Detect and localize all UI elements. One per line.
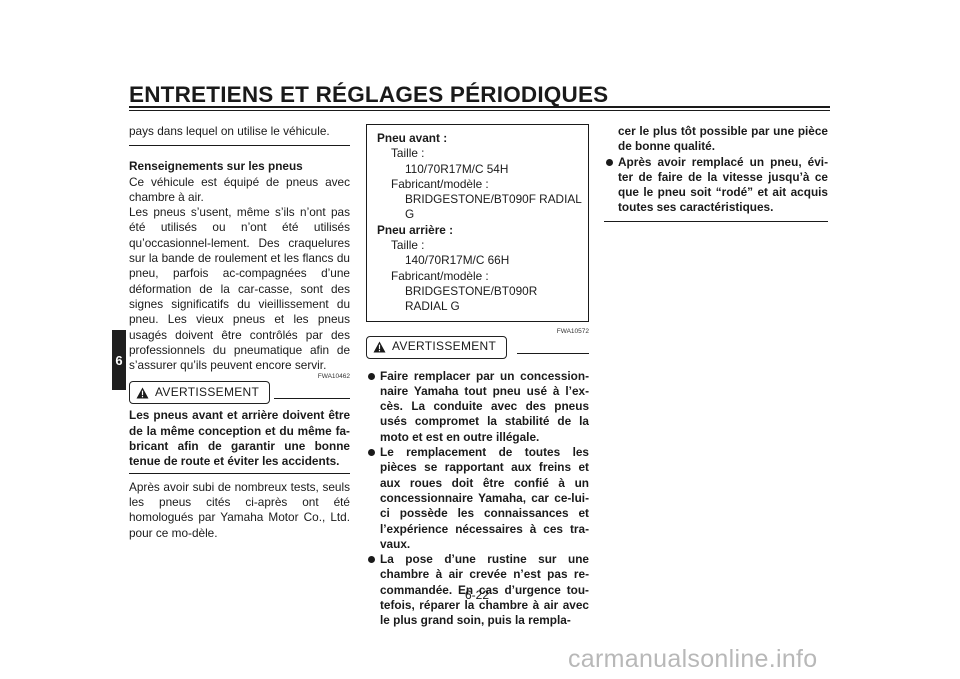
list-item: Faire remplacer par un concession-naire … bbox=[366, 369, 589, 445]
warning-label: AVERTISSEMENT bbox=[366, 335, 508, 359]
rear-size-label: Taille : bbox=[391, 238, 425, 253]
divider bbox=[129, 145, 350, 147]
watermark[interactable]: carmanualsonline.info bbox=[568, 645, 818, 673]
continuation-text: cer le plus tôt possible par une pièce d… bbox=[618, 124, 828, 154]
warning-line bbox=[274, 398, 350, 400]
warning-label: AVERTISSEMENT bbox=[129, 381, 271, 405]
rear-maker-label: Fabricant/modèle : bbox=[391, 268, 489, 283]
list-item: Après avoir remplacé un pneu, évi-ter de… bbox=[604, 155, 828, 216]
divider bbox=[604, 220, 828, 222]
paragraph: Les pneus s’usent, même s’ils n’ont pas … bbox=[129, 205, 350, 373]
page-number: 6-22 bbox=[465, 588, 490, 602]
front-size-label: Taille : bbox=[391, 146, 425, 161]
warning-triangle-icon bbox=[136, 387, 149, 399]
divider bbox=[129, 472, 350, 474]
list-item: La pose d’une rustine sur une chambre à … bbox=[366, 552, 589, 628]
column-right: cer le plus tôt possible par une pièce d… bbox=[604, 124, 828, 222]
page-title: ENTRETIENS ET RÉGLAGES PÉRIODIQUES bbox=[129, 82, 609, 107]
chapter-tab[interactable]: 6 bbox=[112, 330, 126, 390]
paragraph: Après avoir subi de nombreux tests, seul… bbox=[129, 479, 350, 540]
front-maker-label: Fabricant/modèle : bbox=[391, 176, 489, 191]
front-maker-value: BRIDGESTONE/BT090F RADIAL G bbox=[405, 192, 582, 222]
warning-header: AVERTISSEMENT bbox=[366, 335, 589, 359]
header-rule bbox=[129, 106, 830, 108]
front-size-value: 110/70R17M/C 54H bbox=[405, 161, 509, 176]
warning-bullets: Après avoir remplacé un pneu, évi-ter de… bbox=[604, 155, 828, 216]
front-tire-title: Pneu avant : bbox=[377, 131, 448, 145]
tire-spec-box: Pneu avant : Taille : 110/70R17M/C 54H F… bbox=[366, 124, 589, 322]
warning-triangle-icon bbox=[373, 341, 386, 353]
warning-label-text: AVERTISSEMENT bbox=[392, 339, 497, 354]
header-rule-thin bbox=[129, 110, 830, 111]
section-title: Renseignements sur les pneus bbox=[129, 159, 303, 174]
column-left: pays dans lequel on utilise le véhicule.… bbox=[129, 124, 350, 541]
list-item: Le remplacement de toutes les pièces se … bbox=[366, 445, 589, 552]
paragraph: Ce véhicule est équipé de pneus avec cha… bbox=[129, 174, 350, 204]
rear-maker-value: BRIDGESTONE/BT090R RADIAL G bbox=[405, 283, 538, 314]
warning-header: AVERTISSEMENT bbox=[129, 381, 350, 405]
warning-text: Les pneus avant et arrière doivent être … bbox=[129, 408, 350, 469]
warning-line bbox=[517, 352, 589, 354]
warning-code: FWA10462 bbox=[317, 373, 350, 381]
intro-text: pays dans lequel on utilise le véhicule. bbox=[129, 124, 330, 138]
warning-bullets: Faire remplacer par un concession-naire … bbox=[366, 369, 589, 629]
warning-label-text: AVERTISSEMENT bbox=[155, 385, 260, 400]
rear-size-value: 140/70R17M/C 66H bbox=[405, 253, 510, 268]
rear-tire-title: Pneu arrière : bbox=[377, 222, 454, 237]
warning-code: FWA10572 bbox=[556, 327, 589, 335]
column-middle: Pneu avant : Taille : 110/70R17M/C 54H F… bbox=[366, 124, 589, 629]
